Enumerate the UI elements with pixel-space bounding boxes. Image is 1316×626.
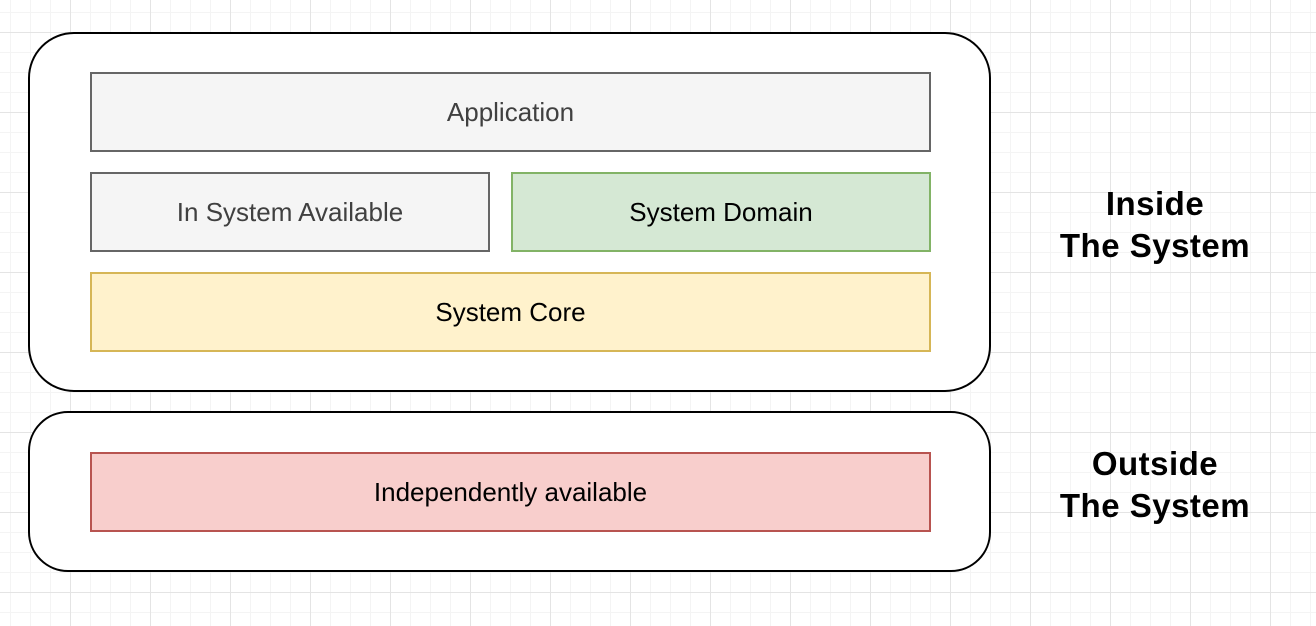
in-system-available-box-label: In System Available <box>176 196 404 227</box>
in-system-available-box[interactable]: In System Available <box>90 172 490 252</box>
independently-available-box[interactable]: Independently available <box>90 452 931 532</box>
system-domain-box-label: System Domain <box>629 196 813 227</box>
application-box-label: Application <box>446 96 575 127</box>
inside-system-label-line2: The System <box>1059 227 1251 264</box>
application-box[interactable]: Application <box>90 72 931 152</box>
outside-system-label-line1: Outside <box>1091 445 1219 482</box>
inside-system-label-line1: Inside <box>1105 185 1205 222</box>
system-core-box-label: System Core <box>435 296 586 327</box>
outside-system-label[interactable]: Outside The System <box>1005 443 1305 527</box>
independently-available-box-label: Independently available <box>373 476 648 507</box>
outside-system-label-line2: The System <box>1059 487 1251 524</box>
inside-system-label[interactable]: Inside The System <box>1005 183 1305 267</box>
system-core-box[interactable]: System Core <box>90 272 931 352</box>
system-domain-box[interactable]: System Domain <box>511 172 931 252</box>
